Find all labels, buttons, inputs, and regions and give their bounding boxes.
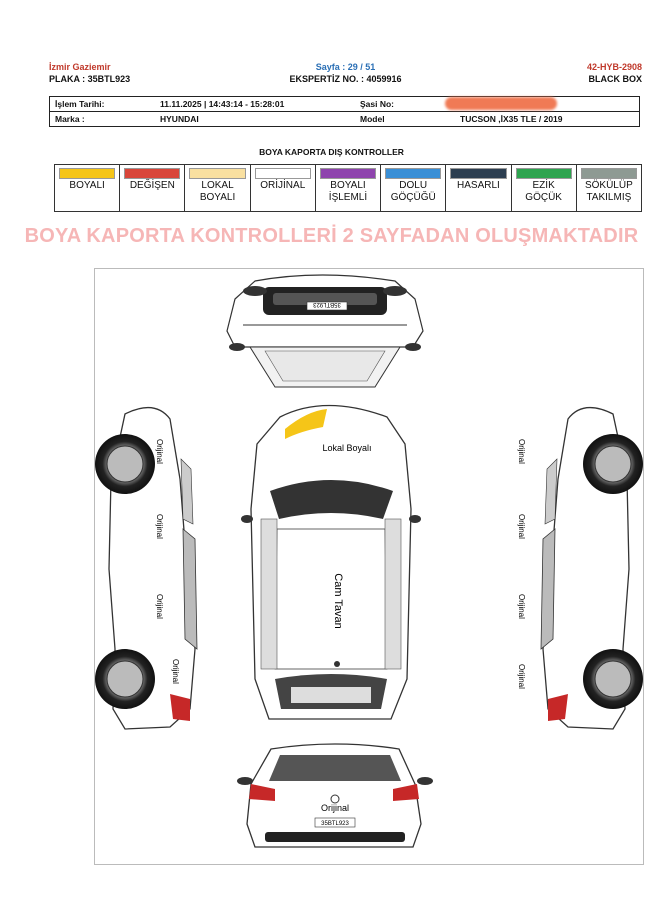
- legend-swatch: [254, 168, 311, 179]
- legend-label-line-1: SÖKÜLÜP: [584, 180, 633, 191]
- legend-item: BOYALI: [55, 165, 121, 211]
- legend-label: HASARLI: [446, 180, 510, 192]
- legend-label: ORİJİNAL: [251, 180, 315, 192]
- legend-label-line-1: LOKAL: [201, 180, 234, 191]
- black-box-label: BLACK BOX: [588, 74, 643, 84]
- car-diagram-panel: 35BTL923 Lokal Boyalı Cam Tavan: [94, 268, 644, 865]
- legend-label-line-1: BOYALI: [330, 180, 366, 191]
- chassis-redaction: [445, 97, 557, 110]
- legend-label: DEĞİŞEN: [120, 180, 184, 192]
- left-label-3: Orijinal: [155, 594, 164, 619]
- left-label-2: Orijinal: [155, 514, 164, 539]
- notice-banner: BOYA KAPORTA KONTROLLERİ 2 SAYFADAN OLUŞ…: [24, 225, 639, 247]
- legend-swatch: [124, 168, 181, 179]
- rear-label: Orijinal: [321, 803, 349, 813]
- legend-swatch: [189, 168, 246, 179]
- plate-number: PLAKA : 35BTL923: [49, 74, 131, 84]
- top-view: Lokal Boyalı Cam Tavan: [241, 404, 421, 720]
- left-label-1: Orijinal: [155, 439, 164, 464]
- legend-label: BOYALI: [55, 180, 119, 192]
- car-diagram: 35BTL923 Lokal Boyalı Cam Tavan: [95, 274, 643, 848]
- legend-label-line-2: GÖÇÜK: [525, 192, 562, 203]
- rear-view: Orijinal 35BTL923: [237, 743, 433, 848]
- legend-swatch: [59, 168, 116, 179]
- front-plate: 35BTL923: [313, 301, 341, 307]
- front-view: 35BTL923: [226, 274, 424, 388]
- left-label-4: Orijinal: [171, 659, 180, 684]
- left-side-view: Orijinal Orijinal Orijinal Orijinal: [95, 407, 198, 730]
- legend-label-line-1: HASARLI: [457, 180, 500, 191]
- legend-swatch: [580, 168, 637, 179]
- right-label-1: Orijinal: [517, 439, 526, 464]
- model-label: Model: [360, 114, 385, 124]
- legend-label-line-2: GÖÇÜĞÜ: [390, 192, 436, 203]
- hood-label: Lokal Boyalı: [322, 443, 371, 453]
- legend-item: ORİJİNAL: [251, 165, 316, 211]
- brand-value: HYUNDAI: [160, 114, 199, 124]
- legend-label-line-2: BOYALI: [199, 192, 236, 203]
- legend-label-line-1: EZİK: [532, 180, 555, 191]
- section-title: BOYA KAPORTA DIŞ KONTROLLER: [259, 147, 404, 157]
- legend-swatch: [319, 168, 377, 179]
- legend-label-line-2: TAKILMIŞ: [586, 192, 632, 203]
- legend-swatch: [385, 168, 442, 179]
- expertise-number: EKSPERTİZ NO. : 4059916: [289, 74, 402, 84]
- right-label-2: Orijinal: [517, 514, 526, 539]
- chassis-label: Şasi No:: [355, 96, 455, 112]
- brand-label: Marka :: [55, 114, 85, 124]
- rear-plate: 35BTL923: [321, 821, 349, 827]
- company-name: İzmir Gaziemir: [49, 62, 111, 72]
- right-label-4: Orijinal: [517, 664, 526, 689]
- page-indicator: Sayfa : 29 / 51: [315, 62, 376, 72]
- report-code: 42-HYB-2908: [586, 62, 642, 72]
- right-label-3: Orijinal: [517, 594, 526, 619]
- legend-swatch: [450, 168, 507, 179]
- legend-swatch: [515, 168, 572, 179]
- legend-label-line-1: ORİJİNAL: [260, 180, 306, 191]
- legend-label-line-2: İŞLEMLİ: [328, 192, 368, 203]
- legend-label-line-1: DEĞİŞEN: [129, 180, 175, 191]
- legend-label-line-1: DOLU: [399, 180, 428, 191]
- legend-item: DEĞİŞEN: [120, 165, 186, 211]
- roof-label: Cam Tavan: [332, 573, 344, 628]
- model-value: TUCSON ,İX35 TLE / 2019: [460, 114, 563, 124]
- right-side-view: Orijinal Orijinal Orijinal Orijinal: [517, 407, 643, 730]
- legend-item: HASARLI: [446, 165, 512, 211]
- date-label: İşlem Tarihi:: [49, 96, 155, 112]
- legend-label-line-1: BOYALI: [69, 180, 105, 191]
- date-value: 11.11.2025 | 14:43:14 - 15:28:01: [155, 96, 355, 112]
